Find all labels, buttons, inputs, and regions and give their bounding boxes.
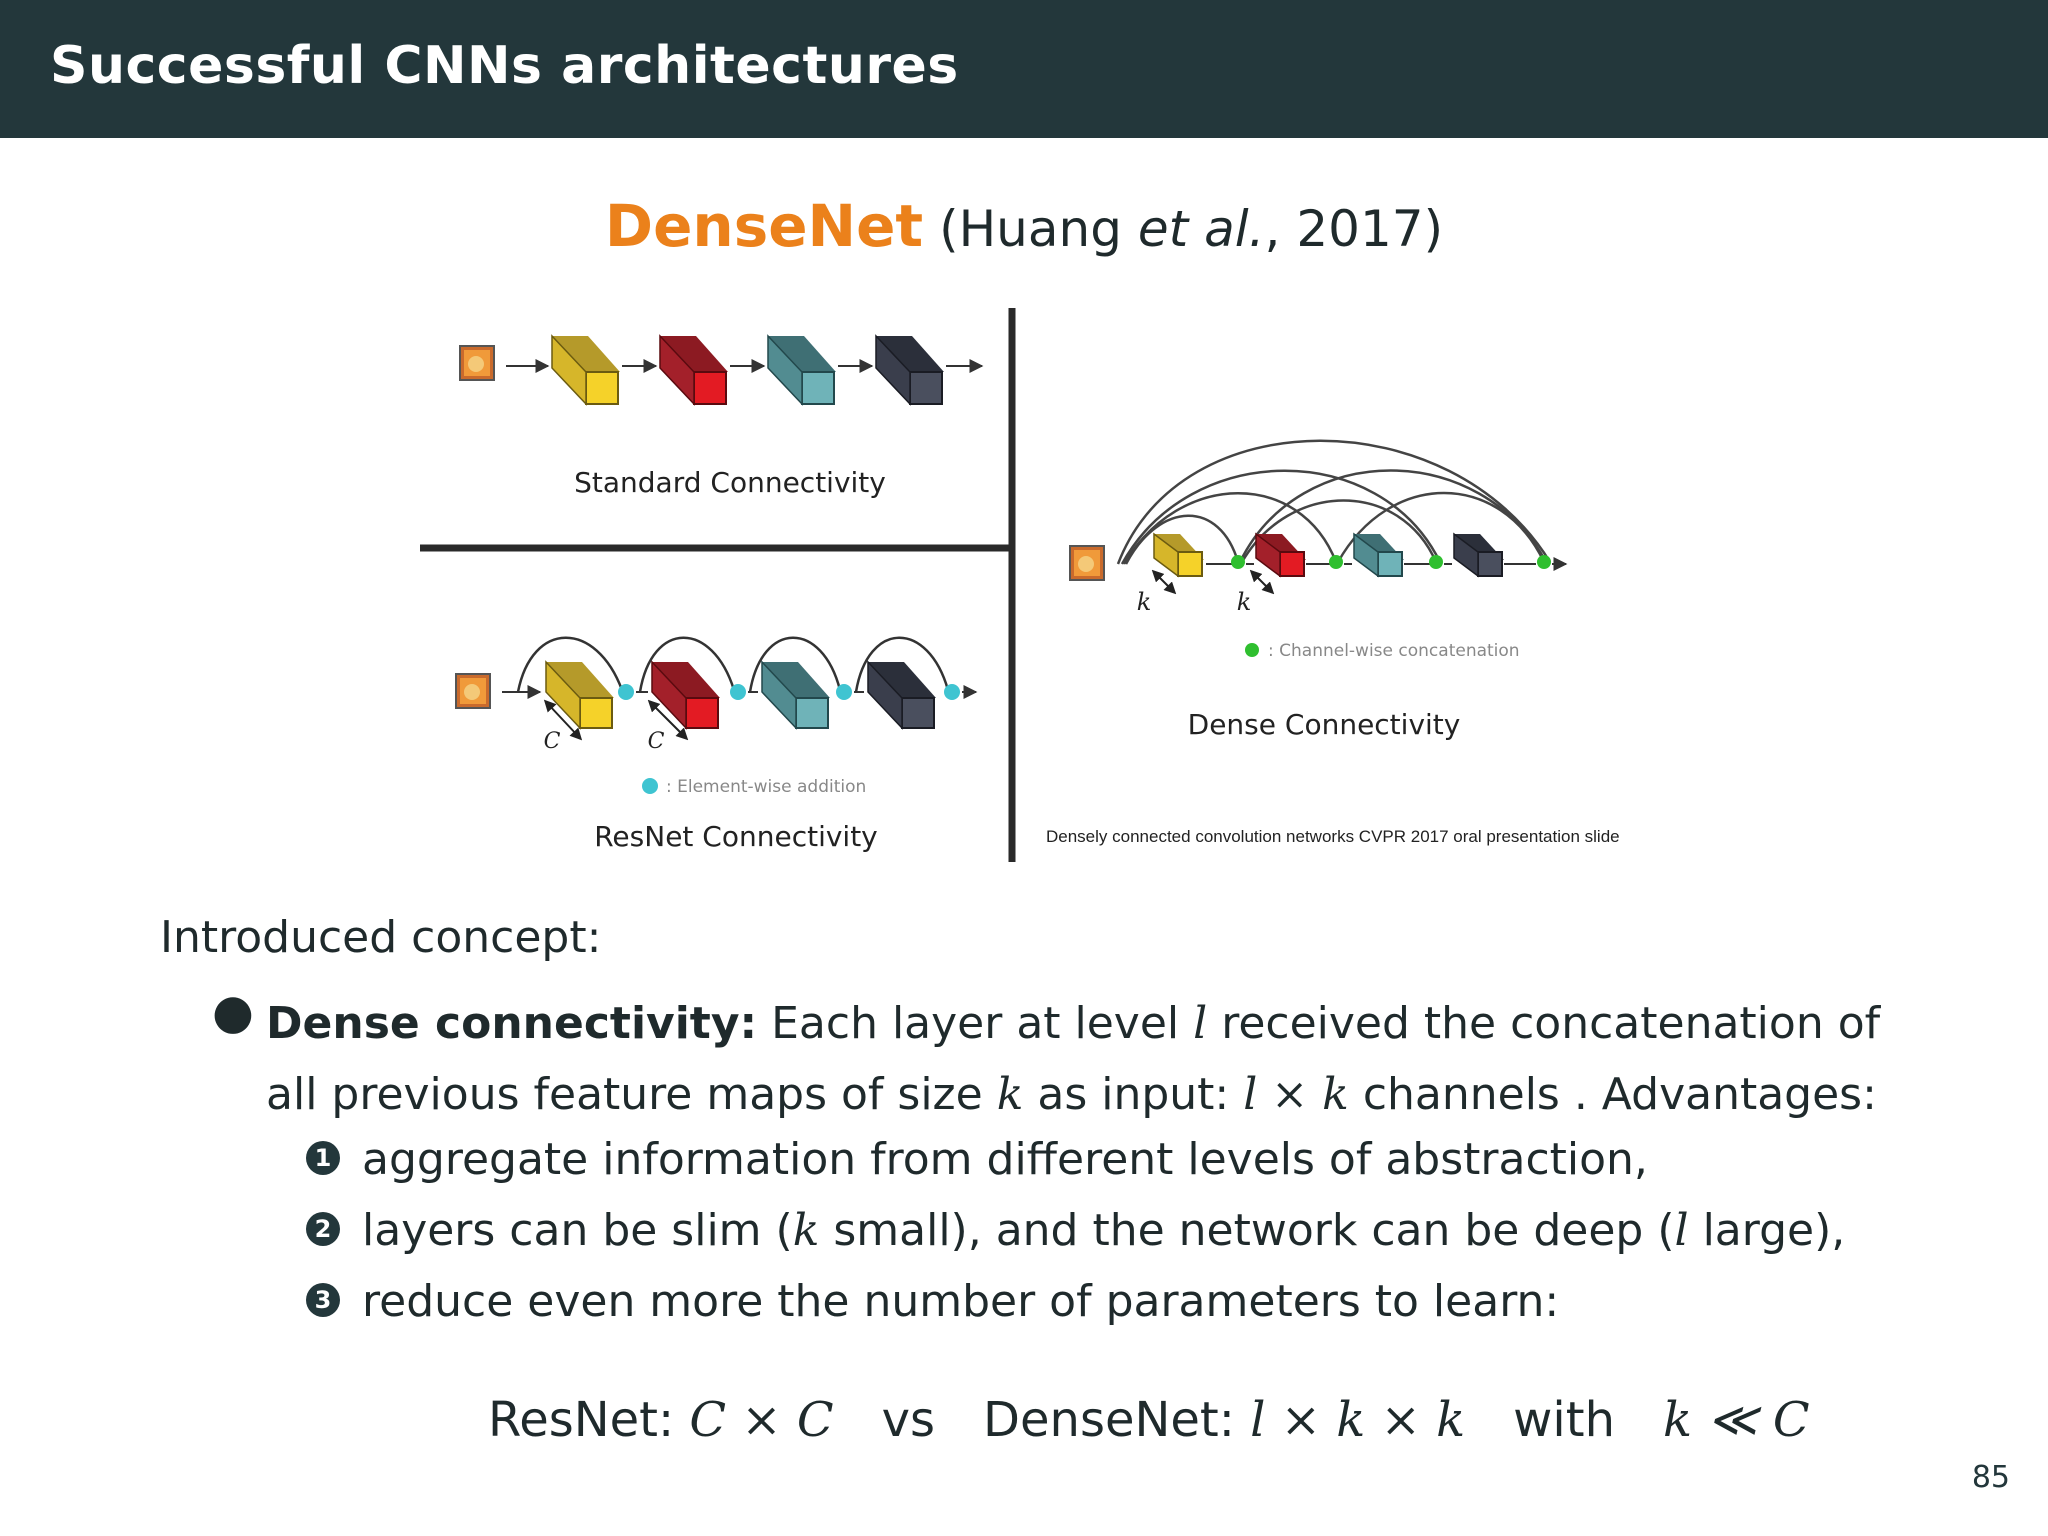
bullet-t4: channels . Advantages: (1348, 1069, 1877, 1120)
resnet-plus-4 (944, 684, 960, 700)
enum-item-2: 2 layers can be slim (k small), and the n… (306, 1205, 1845, 1256)
subtitle-close: , 2017) (1264, 200, 1444, 258)
dense-connectivity-diagram (1069, 439, 1568, 595)
dense-legend-text: : Channel-wise concatenation (1268, 641, 1520, 661)
page-number: 85 (1971, 1460, 2010, 1495)
enum-badge-2: 2 (306, 1212, 340, 1246)
bullet-var-l: l (1193, 998, 1208, 1049)
bullet-dot-icon: ● (212, 984, 254, 1040)
bullet-title: Dense connectivity: (266, 998, 758, 1049)
standard-input-image (459, 345, 495, 381)
enum-text-2b: small), and the network can be deep ( (819, 1205, 1675, 1256)
dense-k-label-1: k (1137, 588, 1152, 616)
resnet-c-label-2: C (648, 729, 665, 754)
formula-condition: k ≪ C (1663, 1392, 1810, 1448)
formula-densenet-expr: l × k × k (1250, 1392, 1466, 1448)
dense-legend-dot (1245, 643, 1259, 657)
bullet-t3: as input: (1023, 1069, 1244, 1120)
dense-dot-1 (1231, 555, 1245, 569)
subtitle: DenseNet (Huang et al., 2017) (0, 192, 2048, 260)
resnet-c-label-1: C (544, 729, 561, 754)
parameter-formula: ResNet: C × C vs DenseNet: l × k × k with k … (488, 1392, 1810, 1448)
formula-vs: vs (881, 1392, 936, 1448)
standard-block-slate (875, 334, 944, 406)
bullet-t1: Each layer at level (757, 998, 1194, 1049)
bullet-expr: l × k (1243, 1069, 1349, 1120)
subtitle-name: DenseNet (604, 192, 924, 260)
dense-block-slate (1453, 532, 1504, 578)
dense-dot-2 (1329, 555, 1343, 569)
formula-with: with (1513, 1392, 1616, 1448)
standard-block-red (659, 334, 728, 406)
resnet-input-image (455, 673, 491, 709)
resnet-connectivity-label: ResNet Connectivity (594, 820, 878, 853)
resnet-connectivity-diagram (455, 636, 978, 741)
enum-var-k: k (792, 1205, 820, 1256)
enum-text-1: aggregate information from different lev… (362, 1134, 1648, 1185)
enum-item-1: 1 aggregate information from different le… (306, 1134, 1648, 1185)
subtitle-etal: et al. (1137, 200, 1265, 258)
dense-k-label-2: k (1237, 588, 1252, 616)
standard-connectivity-label: Standard Connectivity (574, 466, 886, 499)
bullet-t2: received the concatenation of all previo… (266, 998, 1881, 1120)
dense-dot-4 (1537, 555, 1551, 569)
standard-block-yellow (551, 334, 620, 406)
enum-item-3: 3 reduce even more the number of paramete… (306, 1276, 1559, 1327)
enum-var-l: l (1674, 1205, 1689, 1256)
dense-connectivity-label: Dense Connectivity (1188, 708, 1461, 741)
resnet-legend-plus (642, 778, 658, 794)
slide-header: Successful CNNs architectures (0, 0, 2048, 138)
resnet-legend-text: : Element-wise addition (666, 777, 866, 797)
resnet-block-teal (761, 660, 830, 730)
standard-connectivity-diagram (459, 334, 984, 406)
dense-dot-3 (1429, 555, 1443, 569)
intro-text: Introduced concept: (160, 912, 602, 963)
dense-block-yellow (1153, 532, 1204, 578)
formula-resnet-expr: C × C (689, 1392, 834, 1448)
resnet-plus-2 (730, 684, 746, 700)
formula-resnet-label: ResNet: (488, 1392, 690, 1448)
figure-caption: Densely connected convolution networks C… (1046, 827, 1620, 846)
dense-block-teal (1353, 532, 1404, 578)
resnet-block-red (651, 660, 720, 730)
resnet-block-yellow (545, 660, 614, 730)
standard-block-teal (767, 334, 836, 406)
bullet-dense-connectivity: Dense connectivity: Each layer at level … (266, 988, 1906, 1130)
slide-title: Successful CNNs architectures (50, 36, 959, 96)
resnet-block-slate (867, 660, 936, 730)
enum-text-2c: large), (1688, 1205, 1846, 1256)
dense-input-image (1069, 545, 1105, 581)
dense-block-red (1255, 532, 1306, 578)
resnet-plus-1 (618, 684, 634, 700)
bullet-var-k: k (996, 1069, 1024, 1120)
enum-badge-1: 1 (306, 1141, 340, 1175)
enum-text-3: reduce even more the number of parameter… (362, 1276, 1560, 1327)
resnet-plus-3 (836, 684, 852, 700)
enum-badge-3: 3 (306, 1283, 340, 1317)
formula-densenet-label: DenseNet: (983, 1392, 1251, 1448)
subtitle-open: (Huang (939, 200, 1138, 258)
enum-text-2a: layers can be slim ( (362, 1205, 793, 1256)
